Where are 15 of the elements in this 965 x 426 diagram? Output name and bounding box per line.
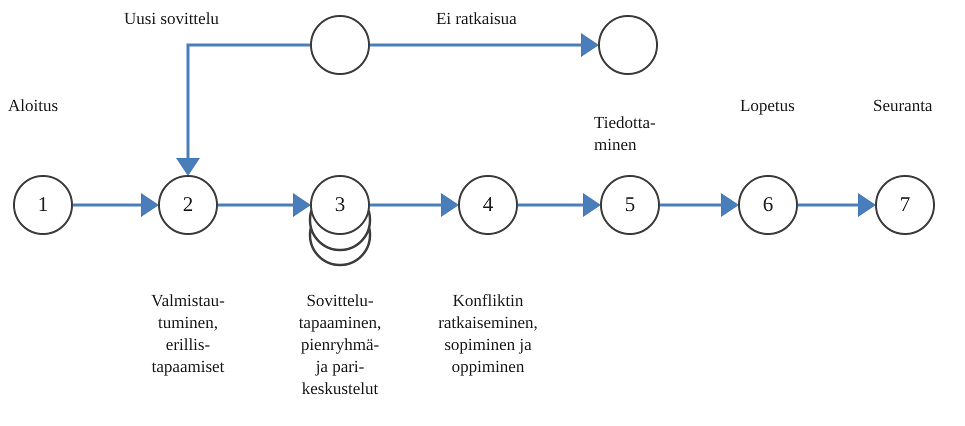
arrow xyxy=(798,193,876,217)
arrow xyxy=(518,193,601,217)
arrow xyxy=(218,193,311,217)
arrow xyxy=(660,193,739,217)
step-caption: Valmistau- tuminen, erillis- tapaamiset xyxy=(150,290,226,378)
arrow xyxy=(370,33,599,57)
step-caption: Tiedotta- minen xyxy=(594,112,657,156)
arrow xyxy=(176,44,310,176)
step-caption: Konfliktin ratkaiseminen, sopiminen ja oppiminen xyxy=(437,290,539,378)
arrow xyxy=(370,193,459,217)
arrow xyxy=(73,193,159,217)
step-caption: Lopetus xyxy=(740,95,796,117)
step-caption: Sovittelu- tapaaminen, pienryhmä- ja pari- keskustelut xyxy=(298,290,382,400)
step-caption: Seuranta xyxy=(873,95,934,117)
step-caption: Aloitus xyxy=(8,95,60,117)
